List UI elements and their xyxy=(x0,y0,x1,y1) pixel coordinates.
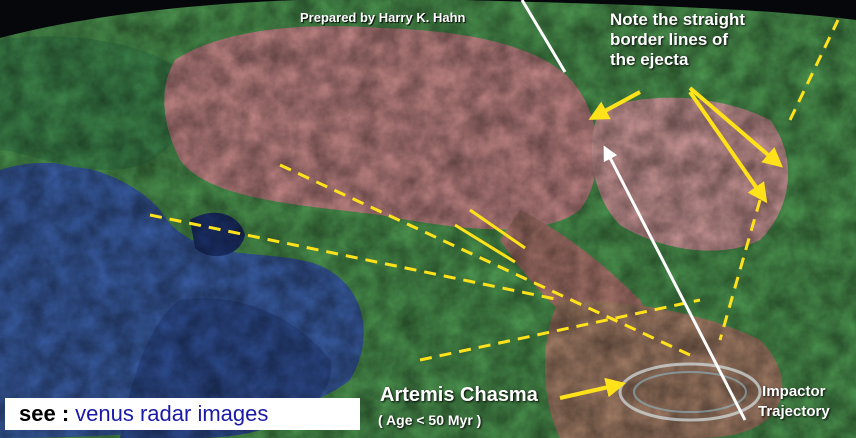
ejecta-border-lines xyxy=(149,19,840,362)
feature-name: Artemis Chasma xyxy=(380,384,538,406)
feature-age: ( Age < 50 Myr ) xyxy=(378,412,482,428)
ejecta-note-line: the ejecta xyxy=(610,50,689,69)
ejecta-note-line: border lines of xyxy=(610,30,729,49)
ejecta-note-line: Note the straight xyxy=(610,10,746,29)
trajectory-label-line: Trajectory xyxy=(758,403,830,420)
ejecta-note: Note the straight border lines of the ej… xyxy=(610,10,745,70)
credit-text: Prepared by Harry K. Hahn xyxy=(300,10,466,25)
trajectory-label: Impactor Trajectory xyxy=(758,382,830,422)
note-arrows xyxy=(559,86,784,400)
impactor-trajectory xyxy=(520,0,747,421)
trajectory-label-line: Impactor xyxy=(762,383,826,400)
venus-radar-images-link[interactable]: venus radar images xyxy=(75,401,269,426)
ejecta-solid-marks xyxy=(454,208,526,264)
see-also-box: see : venus radar images xyxy=(5,398,360,430)
see-prefix: see : xyxy=(19,401,70,426)
